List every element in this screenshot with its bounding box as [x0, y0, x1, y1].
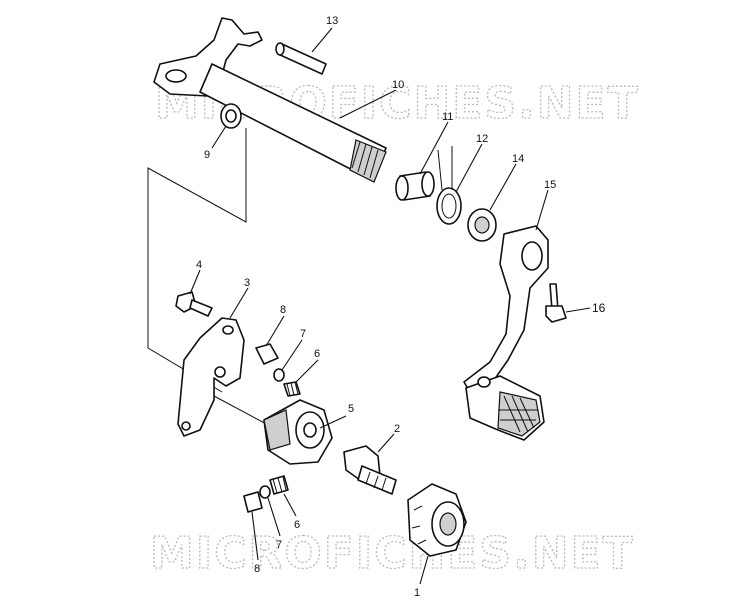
leader-16 [565, 307, 591, 313]
leader-15 [535, 189, 549, 231]
callout-10: 10 [392, 79, 404, 91]
callout-7-upper: 7 [300, 328, 306, 340]
part-2-bolt [343, 445, 397, 495]
callout-4: 4 [196, 259, 202, 271]
callout-9: 9 [204, 149, 210, 161]
leader-8a [265, 315, 285, 347]
callout-16: 16 [592, 301, 606, 315]
callout-12: 12 [476, 133, 488, 145]
callout-2: 2 [394, 423, 400, 435]
callout-14: 14 [512, 153, 524, 165]
part-11-collar [395, 171, 435, 201]
leader-7b [267, 497, 281, 537]
part-6-spring-lower [269, 475, 289, 495]
part-10-shift-shaft [153, 17, 387, 183]
part-9-oil-seal [220, 103, 242, 129]
leader-6a [295, 359, 319, 383]
callout-8-lower: 8 [254, 563, 260, 575]
part-7-pin-upper [273, 368, 285, 382]
callout-11: 11 [442, 111, 453, 123]
part-8-pawl-upper [255, 343, 279, 365]
leader-6b [283, 493, 297, 517]
leader-4 [189, 269, 201, 295]
callout-15: 15 [544, 179, 556, 191]
part-16-bolt [545, 283, 567, 323]
part-12-torsion-spring [436, 146, 462, 225]
callout-6-lower: 6 [294, 519, 300, 531]
leader-13 [311, 27, 333, 53]
callout-6-upper: 6 [314, 348, 320, 360]
part-14-oil-seal [467, 208, 497, 242]
group-frame [147, 128, 247, 393]
part-4-bolt [175, 291, 213, 317]
callout-3: 3 [244, 277, 250, 289]
leader-1 [419, 555, 429, 585]
leader-11 [419, 121, 449, 175]
callout-8-upper: 8 [280, 304, 286, 316]
leader-7a [281, 339, 303, 371]
callout-7-lower: 7 [276, 539, 282, 551]
leader-2 [377, 433, 395, 453]
part-6-spring-upper [283, 381, 301, 397]
callout-1: 1 [414, 587, 420, 599]
part-3-stopper-plate [177, 317, 271, 437]
part-1-drum-segment [407, 483, 467, 557]
leader-12 [455, 143, 483, 193]
part-15-shift-pedal [463, 225, 549, 441]
leader-8b [251, 511, 259, 561]
callout-13: 13 [326, 15, 338, 27]
leader-5 [319, 415, 347, 429]
part-8-pawl-lower [243, 491, 263, 513]
leader-10 [339, 89, 397, 119]
callout-5: 5 [348, 403, 354, 415]
leader-14 [489, 163, 517, 211]
watermark-bottom: MICROFICHES.NET [150, 528, 635, 579]
leader-3 [229, 287, 249, 319]
leader-9 [211, 125, 227, 149]
part-13-pin [275, 42, 327, 75]
part-5-shift-guide [263, 399, 333, 465]
part-7-pin-lower [259, 485, 271, 499]
